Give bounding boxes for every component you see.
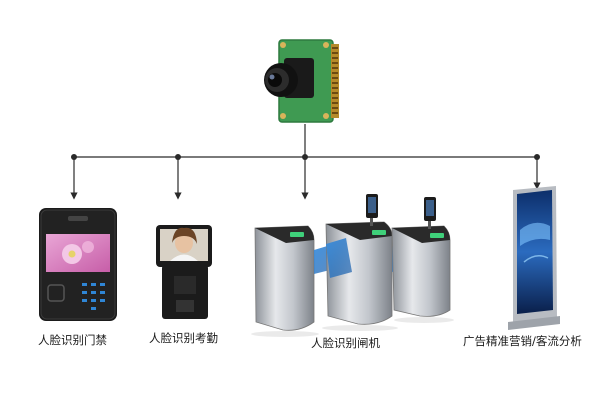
advertising-kiosk-icon (508, 186, 560, 330)
label-access-control: 人脸识别门禁 (38, 333, 107, 347)
access-control-terminal-icon (39, 208, 117, 321)
turnstile-gate-icon (391, 197, 451, 317)
label-advertising: 广告精准营销/客流分析 (463, 334, 582, 348)
junction-dots (71, 154, 540, 160)
attendance-terminal-icon (156, 225, 212, 319)
connection-lines (70, 124, 541, 200)
turnstile-gate-icon (254, 225, 338, 331)
floor-shadows (251, 317, 454, 337)
label-attendance: 人脸识别考勤 (149, 331, 218, 345)
label-gate: 人脸识别闸机 (311, 336, 380, 350)
camera-module-icon (264, 39, 339, 123)
turnstile-gate-icon (325, 194, 416, 325)
